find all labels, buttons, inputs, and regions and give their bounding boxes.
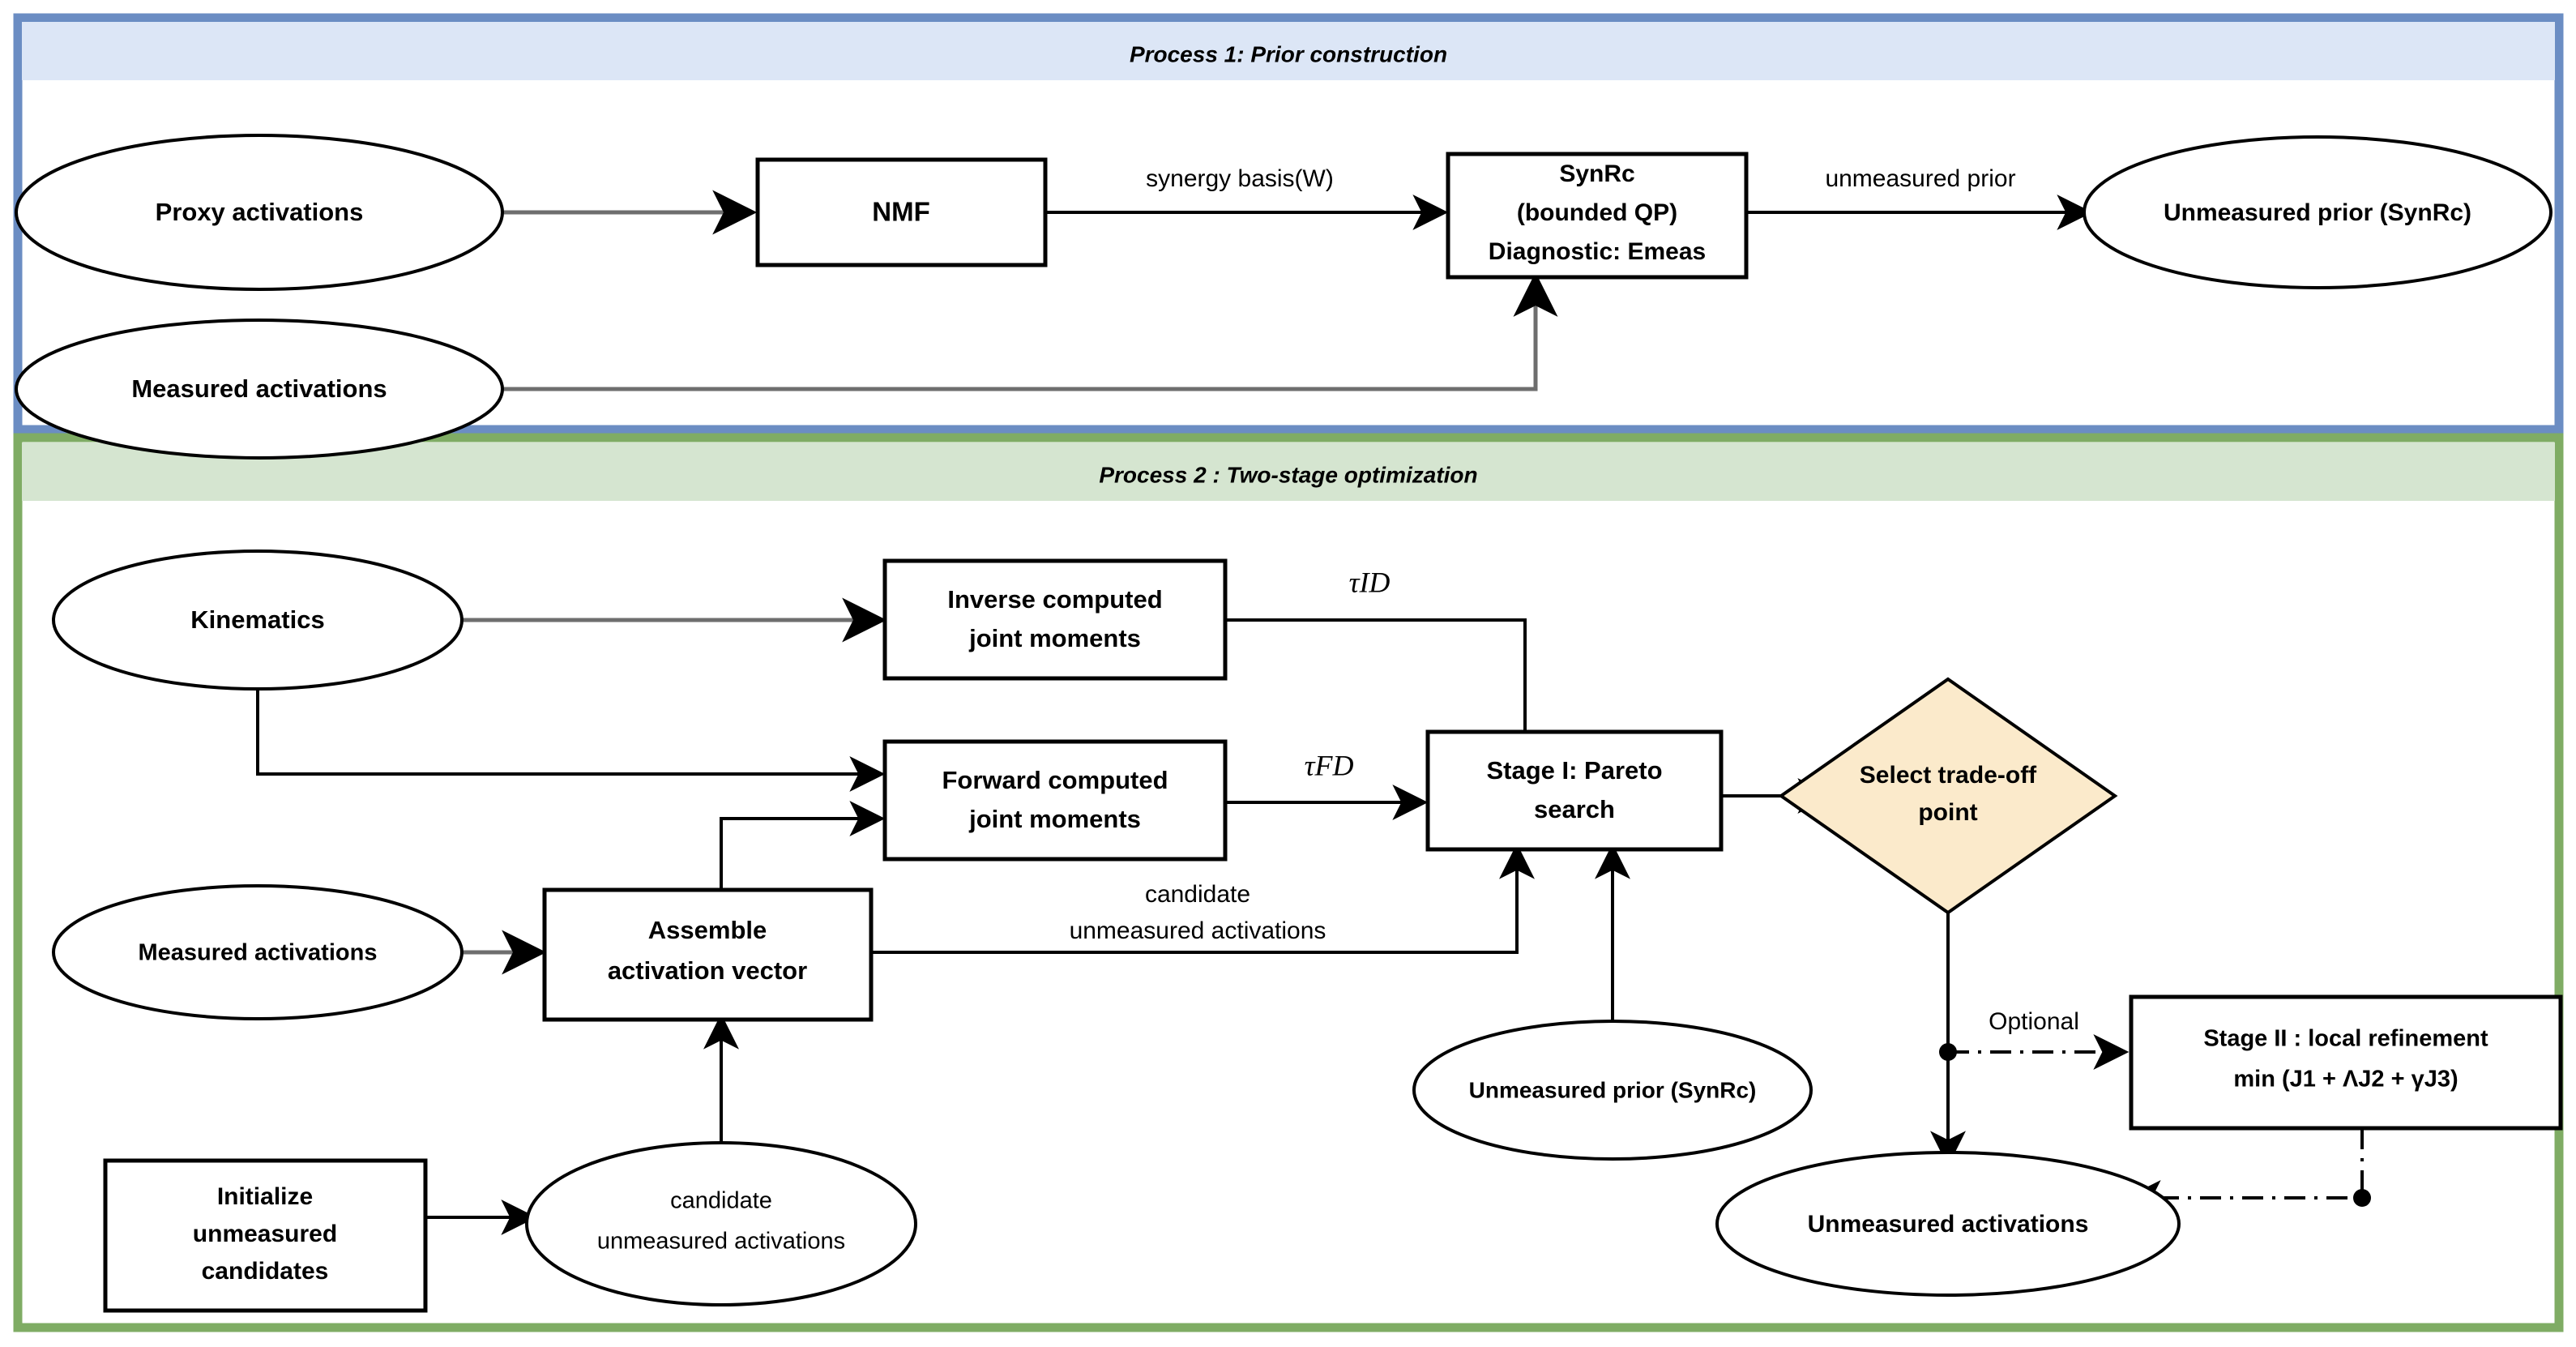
edge-assemble-to-stage1 — [871, 843, 1535, 954]
node-label-forward-line1: Forward computed — [942, 766, 1168, 794]
node-label-initialize-line2: unmeasured — [193, 1221, 337, 1247]
node-stage1-pareto-search[interactable]: Stage I: Pareto search — [1425, 729, 1724, 852]
node-label-assemble-line1: Assemble — [648, 916, 767, 944]
node-unmeasured-activations[interactable]: Unmeasured activations — [1715, 1151, 2181, 1297]
node-label-candidate-line2: unmeasured activations — [597, 1229, 845, 1255]
node-label-kinematics: Kinematics — [190, 605, 324, 634]
edge-label-unmeasured-prior: unmeasured prior — [1825, 165, 2015, 192]
edge-label-candidate-line1: candidate — [1145, 881, 1250, 908]
node-synrc[interactable]: SynRc (bounded QP) Diagnostic: Emeas — [1446, 152, 1749, 280]
edge-inverse-to-stage1 — [1226, 618, 1543, 786]
edges-process2 — [256, 597, 2371, 1235]
node-label-measured-activations-p1: Measured activations — [131, 374, 387, 403]
node-label-nmf: NMF — [872, 197, 929, 227]
node-label-stage2-line2: min (J1 + ΛJ2 + γJ3) — [2233, 1067, 2458, 1093]
node-label-measured-activations-p2: Measured activations — [139, 940, 378, 966]
edge-label-optional: Optional — [1989, 1008, 2079, 1035]
node-label-inverse-line2: joint moments — [968, 624, 1141, 652]
node-candidate-unmeasured-activations[interactable]: candidate unmeasured activations — [525, 1141, 917, 1306]
panel-title-process2: Process 2 : Two-stage optimization — [1099, 462, 1477, 487]
edge-measured-to-synrc — [502, 272, 1558, 391]
node-nmf[interactable]: NMF — [755, 157, 1048, 267]
node-label-synrc-line2: (bounded QP) — [1517, 199, 1677, 226]
edge-label-synergy-basis: synergy basis(W) — [1146, 165, 1334, 192]
edge-label-tau-id: τID — [1349, 566, 1391, 598]
node-measured-activations-p1[interactable]: Measured activations — [15, 319, 504, 460]
node-label-candidate-line1: candidate — [670, 1188, 772, 1214]
node-label-unmeasured-prior-p2: Unmeasured prior (SynRc) — [1469, 1077, 1757, 1102]
panel-title-process1: Process 1: Prior construction — [1130, 41, 1447, 66]
node-initialize-unmeasured-candidates[interactable]: Initialize unmeasured candidates — [103, 1158, 428, 1313]
node-assemble-activation-vector[interactable]: Assemble activation vector — [542, 887, 874, 1022]
node-label-proxy-activations: Proxy activations — [156, 198, 364, 226]
node-label-unmeasured-prior-p1: Unmeasured prior (SynRc) — [2164, 199, 2471, 226]
node-stage2-local-refinement[interactable]: Stage II : local refinement min (J1 + ΛJ… — [2129, 994, 2563, 1131]
node-proxy-activations[interactable]: Proxy activations — [15, 134, 504, 291]
node-label-assemble-line2: activation vector — [608, 956, 807, 985]
edge-label-candidate-line2: unmeasured activations — [1070, 917, 1326, 944]
node-forward-computed-joint-moments[interactable]: Forward computed joint moments — [882, 739, 1228, 862]
node-label-initialize-line3: candidates — [202, 1258, 329, 1285]
node-inverse-computed-joint-moments[interactable]: Inverse computed joint moments — [882, 558, 1228, 681]
node-kinematics[interactable]: Kinematics — [52, 549, 464, 691]
node-label-decision-line2: point — [1918, 799, 1977, 826]
edge-assemble-to-forward — [720, 801, 886, 890]
node-select-trade-off-point[interactable]: Select trade-off point — [1778, 677, 2118, 915]
node-label-decision-line1: Select trade-off — [1860, 762, 2037, 789]
edge-label-tau-fd: τFD — [1305, 749, 1354, 781]
node-unmeasured-prior-p1[interactable]: Unmeasured prior (SynRc) — [2083, 135, 2553, 289]
edge-kinematics-to-forward — [256, 689, 886, 792]
node-label-forward-line2: joint moments — [968, 805, 1141, 833]
node-measured-activations-p2[interactable]: Measured activations — [52, 884, 464, 1020]
node-label-inverse-line1: Inverse computed — [947, 585, 1162, 614]
node-label-stage1-line2: search — [1534, 795, 1615, 823]
panel-process2: Process 2 : Two-stage optimization — [13, 433, 2564, 1332]
node-label-synrc-line3: Diagnostic: Emeas — [1489, 238, 1706, 265]
node-unmeasured-prior-p2[interactable]: Unmeasured prior (SynRc) — [1412, 1020, 1813, 1161]
node-label-unmeasured-activations: Unmeasured activations — [1808, 1211, 2089, 1238]
edge-stage2-to-unmeasured — [2125, 1128, 2364, 1216]
node-label-stage1-line1: Stage I: Pareto — [1486, 756, 1662, 785]
node-label-synrc-line1: SynRc — [1559, 160, 1634, 187]
junction-dot-stage2-return — [2353, 1189, 2371, 1207]
edges-process1 — [502, 190, 2093, 391]
node-label-stage2-line1: Stage II : local refinement — [2203, 1026, 2488, 1052]
node-label-initialize-line1: Initialize — [217, 1183, 313, 1210]
